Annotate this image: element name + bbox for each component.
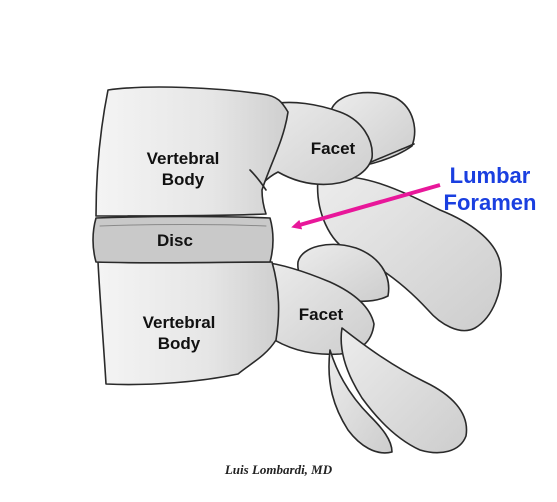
lower-body-label: Vertebral Body	[114, 312, 244, 354]
intervertebral-disc	[92, 215, 274, 264]
upper-body-label-line2: Body	[161, 170, 205, 189]
foramen-callout-line2: Foramen	[443, 190, 537, 215]
foramen-callout: Lumbar Foramen	[434, 162, 546, 216]
upper-body-label: Vertebral Body	[118, 148, 248, 190]
lower-body-label-line1: Vertebral	[142, 313, 216, 332]
disc-label: Disc	[157, 231, 193, 250]
author-credit: Luis Lombardi, MD	[224, 462, 333, 477]
lower-body-label-line2: Body	[157, 334, 201, 353]
upper-facet-label: Facet	[310, 139, 356, 158]
lower-inferior-process	[328, 349, 393, 454]
upper-body-label-line1: Vertebral	[146, 149, 220, 168]
lower-facet-label: Facet	[298, 305, 344, 324]
foramen-arrow	[291, 183, 441, 230]
foramen-callout-line1: Lumbar	[449, 163, 531, 188]
lower-spinous-process	[340, 327, 468, 454]
upper-vertebral-body	[95, 86, 289, 217]
